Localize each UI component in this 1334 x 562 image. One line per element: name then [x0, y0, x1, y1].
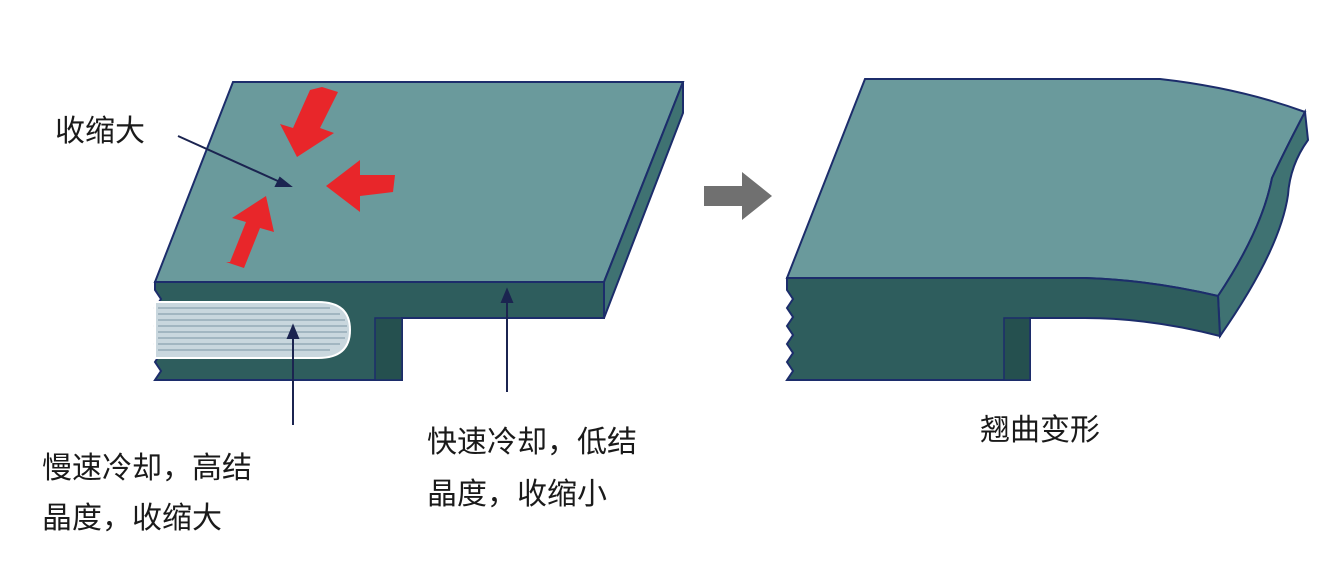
- label-slow-cool-line2: 晶度，收缩大: [42, 501, 222, 536]
- left-pointer-lines: [177, 135, 514, 425]
- shrink-arrow-top: [280, 87, 338, 157]
- right-rib-shadow: [1003, 317, 1031, 381]
- label-fast-cool-line2: 晶度，收缩小: [427, 477, 607, 512]
- label-slow-cool-line1: 慢速冷却，高结: [42, 451, 252, 486]
- label-high-shrink: 收缩大: [55, 114, 145, 149]
- left-rib-shadow: [374, 317, 403, 381]
- label-fast-cool-line1: 快速冷却，低结: [427, 425, 637, 460]
- left-molded-part: [153, 81, 685, 425]
- crystalline-core-lines: [158, 307, 347, 351]
- right-top-face: [785, 78, 1307, 298]
- label-warp: 翘曲变形: [980, 413, 1100, 448]
- right-warped-part: [785, 78, 1310, 381]
- right-arrow-icon: [704, 172, 772, 220]
- inward-arrows-icon: [226, 87, 395, 268]
- shrink-arrow-bottom: [226, 196, 274, 268]
- shrink-arrow-right: [326, 160, 395, 212]
